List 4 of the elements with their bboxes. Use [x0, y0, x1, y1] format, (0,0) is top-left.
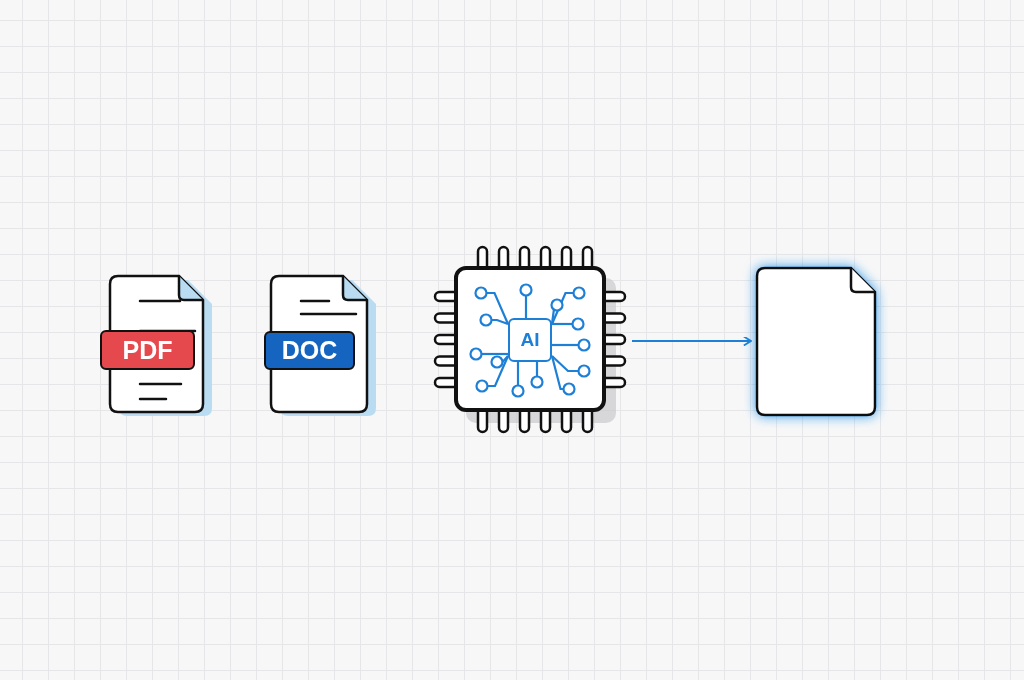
arrow — [632, 335, 752, 347]
chip-label: AI — [508, 318, 552, 362]
file-type-label: DOC — [264, 331, 355, 370]
file-type-label: PDF — [100, 330, 195, 370]
